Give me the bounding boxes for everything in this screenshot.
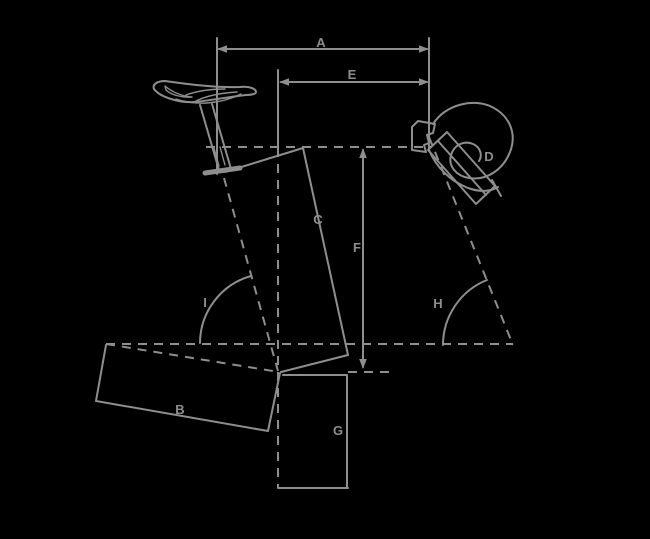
- saddle-assembly: [152, 80, 257, 176]
- label-h: H: [433, 296, 442, 311]
- label-e: E: [348, 67, 357, 82]
- dimension-e-arrow-right: [419, 78, 429, 86]
- handlebar-curl: [432, 101, 514, 180]
- stem-block: [411, 120, 436, 153]
- label-a: A: [316, 35, 326, 50]
- seat-tube-axis-dashed-line: [223, 177, 279, 372]
- label-g: G: [333, 423, 343, 438]
- dimension-f-arrow-bottom: [359, 359, 367, 369]
- dimension-lines: [217, 45, 429, 369]
- angle-arcs: [199, 275, 488, 346]
- saddle-rail: [175, 93, 242, 104]
- label-c: C: [313, 212, 323, 227]
- dimension-a-arrow-left: [217, 45, 227, 53]
- seatpost-left-edge: [199, 104, 220, 171]
- seatpost-right-edge: [211, 103, 232, 170]
- dimension-f-arrow-top: [359, 148, 367, 158]
- seat-angle-arc: [199, 275, 252, 344]
- dimension-labels: A E C F D H I B G: [175, 35, 493, 438]
- label-b: B: [175, 402, 184, 417]
- chainstay-axis-dashed-line: [105, 343, 280, 373]
- seatpost-clamp-collar: [202, 165, 243, 176]
- extension-lines: [216, 37, 430, 175]
- dimension-a-arrow-right: [419, 45, 429, 53]
- frame-lines: [95, 147, 349, 489]
- label-f: F: [353, 240, 361, 255]
- bb-to-seat-tube-connector-line: [280, 354, 349, 373]
- handlebar-assembly: [411, 101, 514, 205]
- saddle-clamp-detail: [185, 88, 238, 102]
- saddle-outline: [152, 80, 257, 104]
- label-i: I: [203, 295, 207, 310]
- head-angle-arc: [442, 279, 488, 346]
- seatpost-inner-mark-1: [213, 147, 220, 167]
- chainstay-box: [95, 344, 281, 432]
- dimension-e-arrow-left: [279, 78, 289, 86]
- seatpost-inner-mark-2: [219, 146, 226, 166]
- handlebar-drop-measure-box: [427, 131, 496, 205]
- label-d: D: [484, 149, 493, 164]
- seat-tube-measure-line: [302, 147, 349, 356]
- saddle-shading: [164, 85, 193, 98]
- bb-box: [277, 374, 349, 489]
